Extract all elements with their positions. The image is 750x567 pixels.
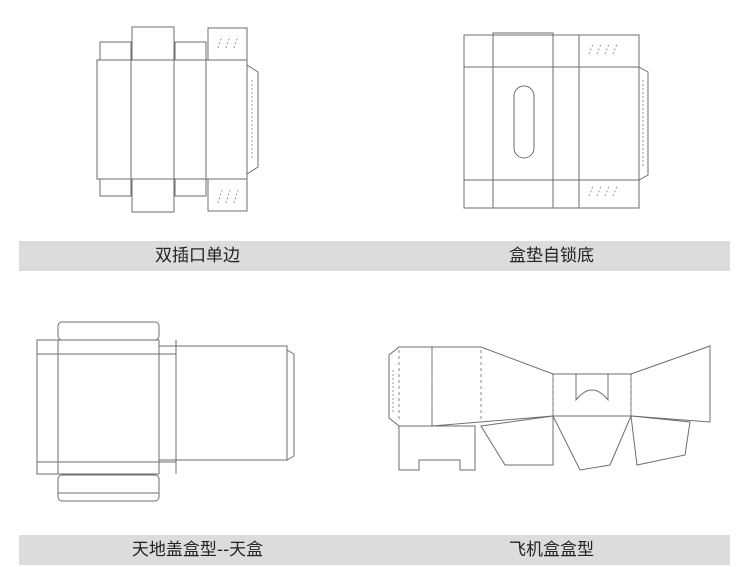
dieline-self-lock [463, 32, 649, 209]
caption-lid-base-box: 天地盖盒型--天盒 [19, 535, 376, 565]
diagram-lid-base-lid-box [0, 270, 375, 520]
diagram-mailer-box [375, 270, 750, 520]
caption-self-lock-bottom: 盒垫自锁底 [373, 241, 730, 271]
diagram-self-lock-bottom [375, 0, 750, 240]
dieline-mailer [388, 345, 711, 471]
dieline-double-tuck [96, 26, 259, 213]
diagram-double-tuck-single-side [0, 0, 375, 240]
dieline-lid-box [36, 321, 295, 502]
caption-mailer-box: 飞机盒盒型 [373, 535, 730, 565]
caption-double-tuck: 双插口单边 [19, 241, 376, 271]
